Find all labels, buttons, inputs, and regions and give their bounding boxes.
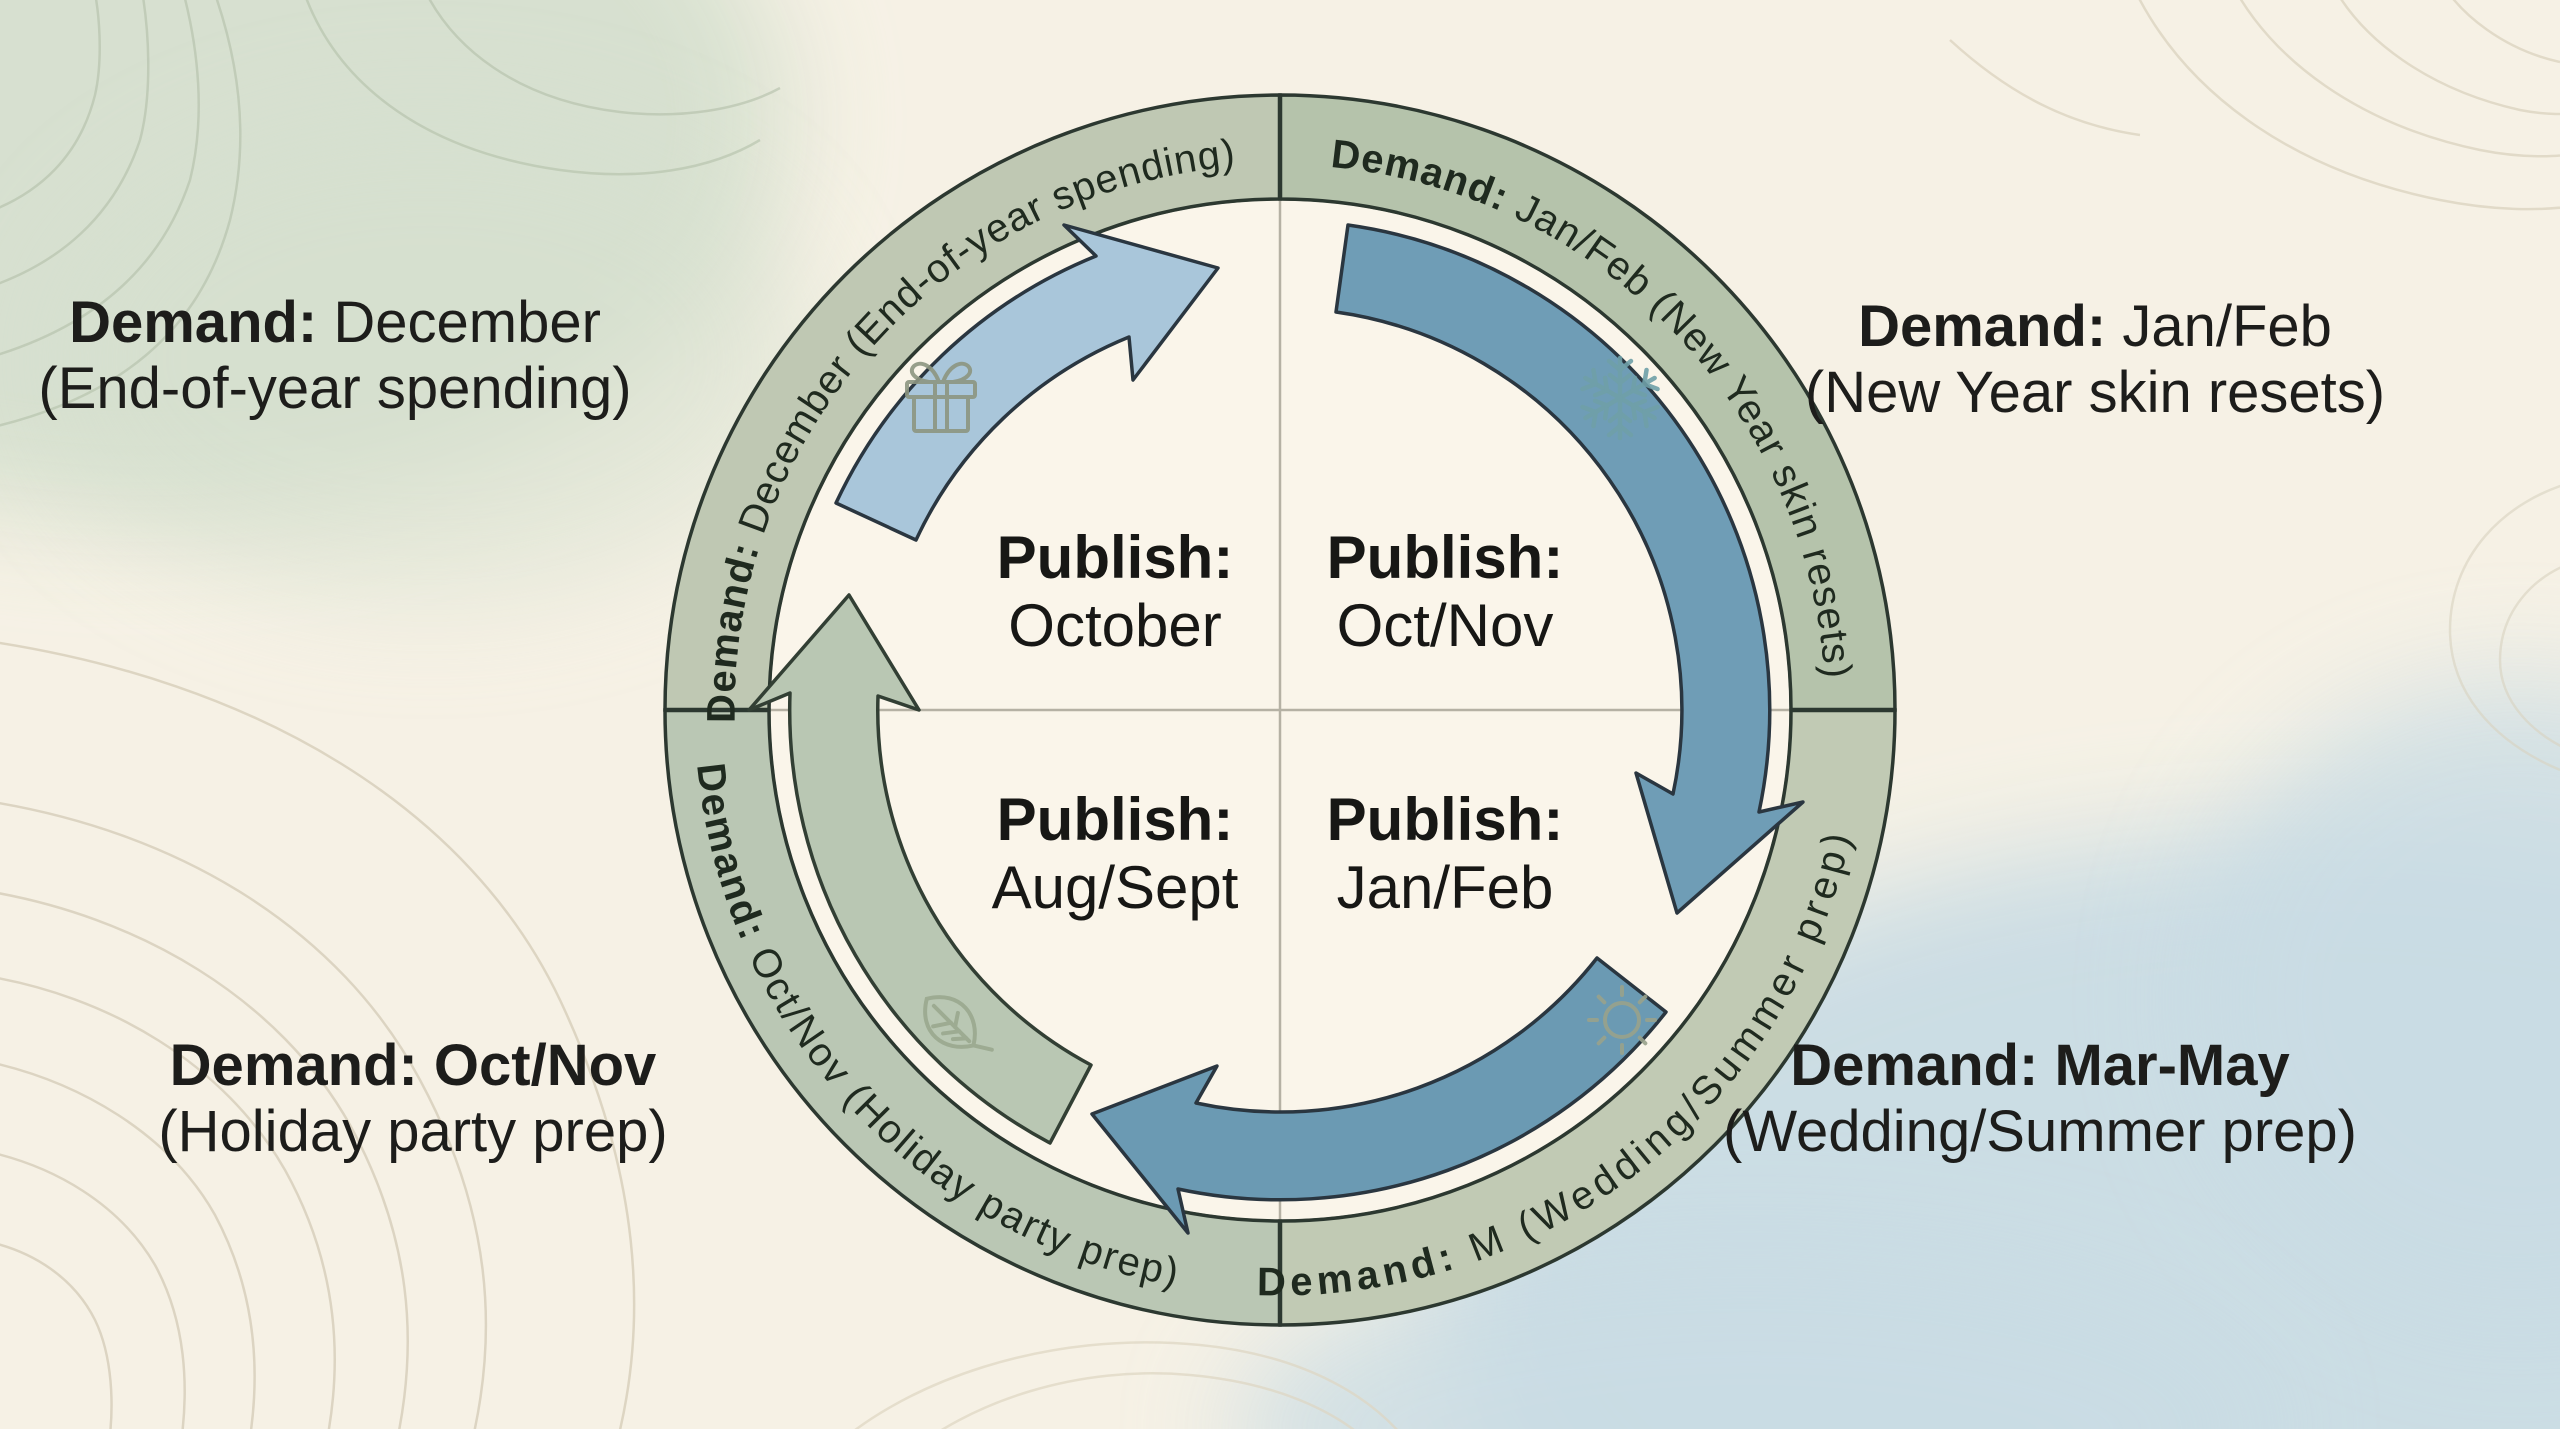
contours-top-right (1949, 0, 2560, 211)
contours-bottom-left (0, 641, 636, 1429)
leaf-icon (923, 995, 994, 1052)
arrow-top-right (1334, 223, 1805, 915)
contours-right-middle (2448, 484, 2560, 772)
sage-wash-2 (50, 120, 810, 600)
callout-top-right-line2: (New Year skin resets) (1805, 360, 2385, 425)
callout-bottom-left-line2: (Holiday party prep) (158, 1099, 667, 1164)
publish-value-bottom-left: Aug/Sept (992, 854, 1239, 921)
publish-label-top-right: Publish: (1327, 524, 1564, 591)
publish-labels: Publish: October Publish: Oct/Nov Publis… (992, 524, 1564, 921)
publish-value-top-right: Oct/Nov (1337, 592, 1554, 659)
publish-value-bottom-right: Jan/Feb (1337, 854, 1554, 921)
corner-callouts: Demand: December (End-of-year spending) … (38, 290, 2385, 1164)
callout-bottom-right-line2: (Wedding/Summer prep) (1723, 1099, 2357, 1164)
quadrant-cross-lines (771, 201, 1789, 1219)
blue-wash-3 (1230, 1250, 2270, 1429)
gift-icon (905, 361, 977, 433)
arrow-bottom-right (1090, 956, 1668, 1235)
callout-top-right-line1: Demand: Jan/Feb (1858, 294, 2332, 359)
cycle-arrows (747, 223, 1805, 1235)
callout-bottom-right-line1: Demand: Mar-May (1790, 1033, 2290, 1098)
outer-ring (663, 93, 1897, 1327)
publish-label-top-left: Publish: (997, 524, 1234, 591)
callout-top-left-line2: (End-of-year spending) (38, 356, 631, 421)
publish-value-top-left: October (1008, 592, 1221, 659)
callout-top-left-line1: Demand: December (69, 290, 601, 355)
blue-wash-2 (2190, 680, 2560, 1320)
callout-bottom-left-line1: Demand: Oct/Nov (170, 1033, 657, 1098)
contours-bottom-center (854, 1341, 1398, 1429)
contours-top-left (0, 0, 781, 427)
arrow-bottom-left (747, 593, 1093, 1145)
publish-label-bottom-left: Publish: (997, 786, 1234, 853)
sun-icon (1587, 985, 1657, 1055)
publish-label-bottom-right: Publish: (1327, 786, 1564, 853)
arrow-top-left (834, 223, 1220, 542)
